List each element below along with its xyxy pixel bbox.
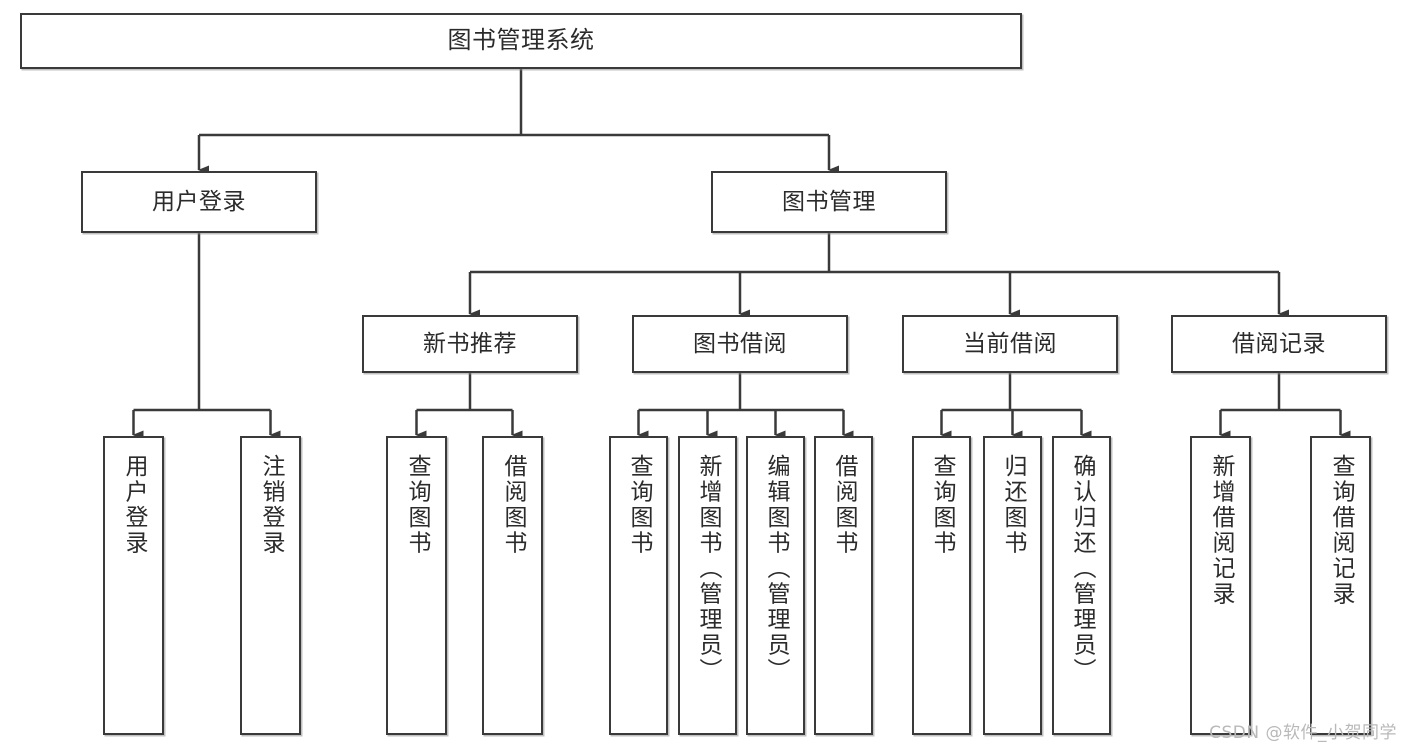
node-label-book-management: 图书管理: [782, 188, 876, 215]
node-book-management[interactable]: 图书管理: [711, 171, 947, 233]
node-label-leaf-user-logout: 注销登录: [258, 454, 284, 556]
node-label-leaf-query-record: 查询借阅记录: [1328, 454, 1354, 607]
node-borrow-record[interactable]: 借阅记录: [1171, 315, 1387, 373]
node-current-borrow[interactable]: 当前借阅: [902, 315, 1118, 373]
node-leaf-confirm-return[interactable]: 确认归还（管理员）: [1052, 436, 1111, 735]
node-label-book-borrow: 图书借阅: [693, 330, 787, 357]
node-new-book-recommend[interactable]: 新书推荐: [362, 315, 578, 373]
node-label-leaf-confirm-return: 确认归还（管理员）: [1069, 454, 1095, 684]
node-leaf-borrow-book-1[interactable]: 借阅图书: [482, 436, 543, 735]
node-leaf-query-book-3[interactable]: 查询图书: [912, 436, 971, 735]
node-label-leaf-query-book-1: 查询图书: [404, 454, 430, 556]
node-leaf-user-logout[interactable]: 注销登录: [240, 436, 301, 735]
node-label-leaf-edit-book: 编辑图书（管理员）: [763, 454, 789, 684]
node-label-leaf-add-book: 新增图书（管理员）: [695, 454, 721, 684]
node-label-root: 图书管理系统: [447, 26, 595, 55]
node-label-current-borrow: 当前借阅: [963, 330, 1057, 357]
node-label-leaf-borrow-book-2: 借阅图书: [831, 454, 857, 556]
node-leaf-query-record[interactable]: 查询借阅记录: [1310, 436, 1371, 735]
node-leaf-edit-book[interactable]: 编辑图书（管理员）: [746, 436, 805, 735]
node-label-leaf-query-book-2: 查询图书: [626, 454, 652, 556]
node-label-new-book-recommend: 新书推荐: [423, 330, 517, 357]
node-leaf-borrow-book-2[interactable]: 借阅图书: [814, 436, 873, 735]
connector-lines: [132, 69, 1351, 440]
node-leaf-add-book[interactable]: 新增图书（管理员）: [678, 436, 737, 735]
node-book-borrow[interactable]: 图书借阅: [632, 315, 848, 373]
node-label-leaf-query-book-3: 查询图书: [929, 454, 955, 556]
node-label-borrow-record: 借阅记录: [1232, 330, 1326, 357]
node-label-leaf-add-record: 新增借阅记录: [1208, 454, 1234, 607]
node-label-leaf-return-book: 归还图书: [1000, 454, 1026, 556]
node-leaf-query-book-1[interactable]: 查询图书: [386, 436, 447, 735]
node-leaf-return-book[interactable]: 归还图书: [983, 436, 1042, 735]
node-leaf-query-book-2[interactable]: 查询图书: [609, 436, 668, 735]
node-leaf-add-record[interactable]: 新增借阅记录: [1190, 436, 1251, 735]
node-root[interactable]: 图书管理系统: [20, 13, 1022, 69]
node-leaf-user-login[interactable]: 用户登录: [103, 436, 164, 735]
node-label-user-login: 用户登录: [152, 188, 246, 215]
node-label-leaf-borrow-book-1: 借阅图书: [500, 454, 526, 556]
node-user-login[interactable]: 用户登录: [81, 171, 317, 233]
node-label-leaf-user-login: 用户登录: [121, 454, 147, 556]
